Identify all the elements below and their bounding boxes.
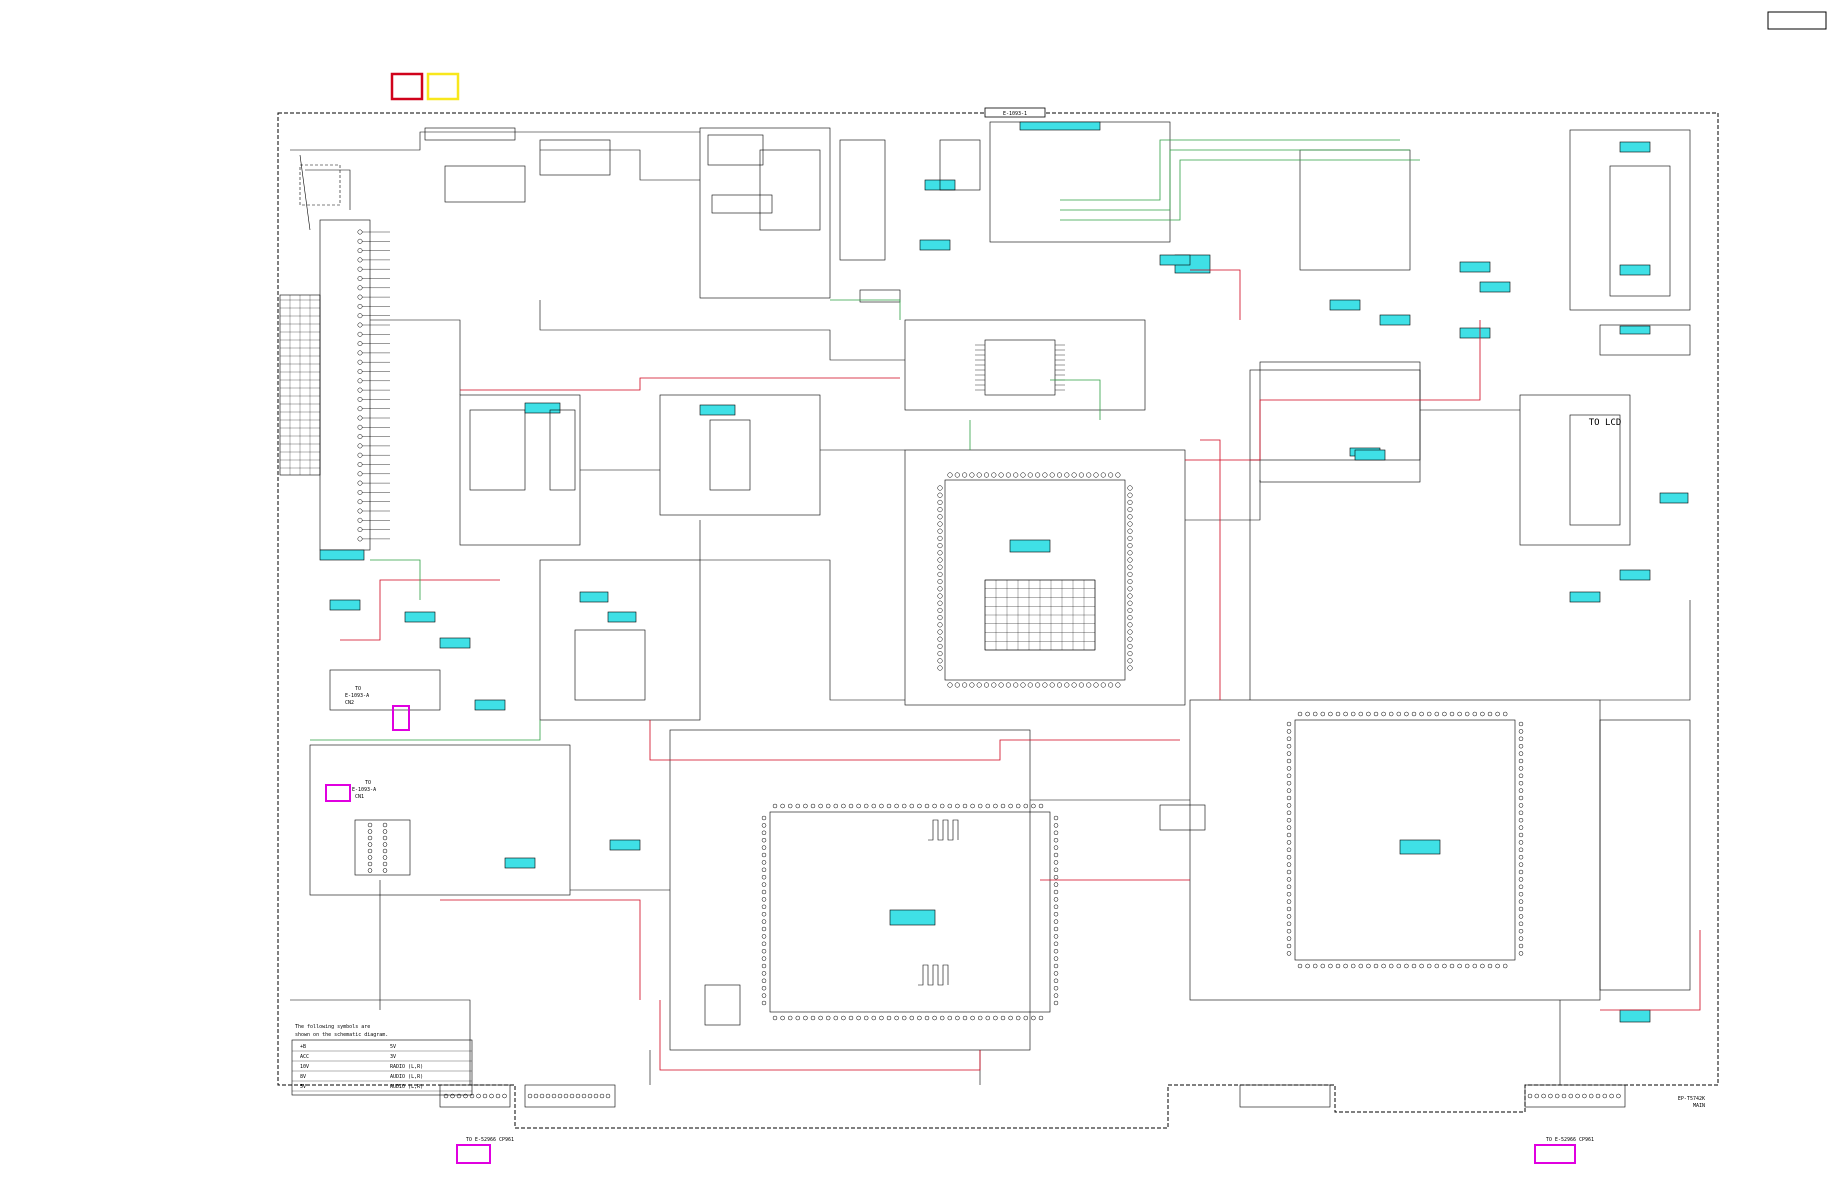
svg-text:E-1093-A: E-1093-A: [352, 787, 376, 793]
legend-left: +B: [300, 1044, 306, 1050]
legend-left: ACC: [300, 1054, 309, 1060]
legend-right: AUDIO (L,R): [390, 1084, 423, 1090]
power-section: [290, 127, 700, 231]
legend-left: 10V: [300, 1064, 309, 1070]
bottom-connector-left: TO E-52966 CP961: [439, 1084, 616, 1164]
svg-text:E-1093-A: E-1093-A: [345, 693, 369, 699]
bottom-connector-mid: [1239, 1084, 1331, 1108]
legend-left: 5V: [300, 1084, 306, 1090]
svg-text:TO E-52966 CP961: TO E-52966 CP961: [466, 1137, 514, 1143]
svg-text:TO E-52966 CP961: TO E-52966 CP961: [1546, 1137, 1594, 1143]
legend-right: 3V: [390, 1054, 396, 1060]
ic-center-main: [904, 449, 1186, 706]
board-sub: MAIN: [1693, 1103, 1705, 1109]
svg-text:CN2: CN2: [345, 700, 354, 706]
small-connector-block: TO E-1093-A CN2: [329, 669, 441, 731]
svg-text:TO: TO: [355, 686, 361, 692]
page-tag: [1767, 11, 1827, 30]
legend-right: 5V: [390, 1044, 396, 1050]
legend-swatch-yellow: [426, 72, 460, 101]
legend-right: RADIO (L,R): [390, 1064, 423, 1070]
legend-right: AUDIO (L,R): [390, 1074, 423, 1080]
audio-processor-block: [904, 254, 1421, 483]
ic-bottom-center: [669, 729, 1059, 1051]
svg-text:shown on the schematic diagram: shown on the schematic diagram.: [295, 1032, 388, 1038]
right-top-section: TO LCD: [1174, 129, 1691, 603]
wiring-layer: [290, 139, 1701, 1085]
legend-left: 8V: [300, 1074, 306, 1080]
left-cn-block: TO E-1093-A CN1: [309, 744, 641, 896]
legend-swatch-red: [390, 72, 424, 101]
lcd-connector-label: TO LCD: [1589, 418, 1622, 428]
svg-text:CN1: CN1: [355, 794, 364, 800]
symbol-legend: The following symbols are shown on the s…: [291, 1024, 473, 1096]
board-id: EP-T5742K: [1678, 1096, 1705, 1102]
svg-text:The following symbols are: The following symbols are: [295, 1024, 370, 1030]
ic-top-center: [699, 121, 1171, 303]
board-outline: E-1093-1: [277, 107, 1719, 1129]
board-tag: E-1093-1: [1003, 111, 1027, 117]
ic-bottom-right: [1159, 699, 1691, 1023]
amp-section: [329, 559, 701, 721]
ic-left-middle: [459, 394, 821, 546]
left-connector-strip: [279, 219, 390, 561]
bottom-connector-right: TO E-52966 CP961 EP-T5742K MAIN: [1524, 1084, 1705, 1164]
svg-text:TO: TO: [365, 780, 371, 786]
